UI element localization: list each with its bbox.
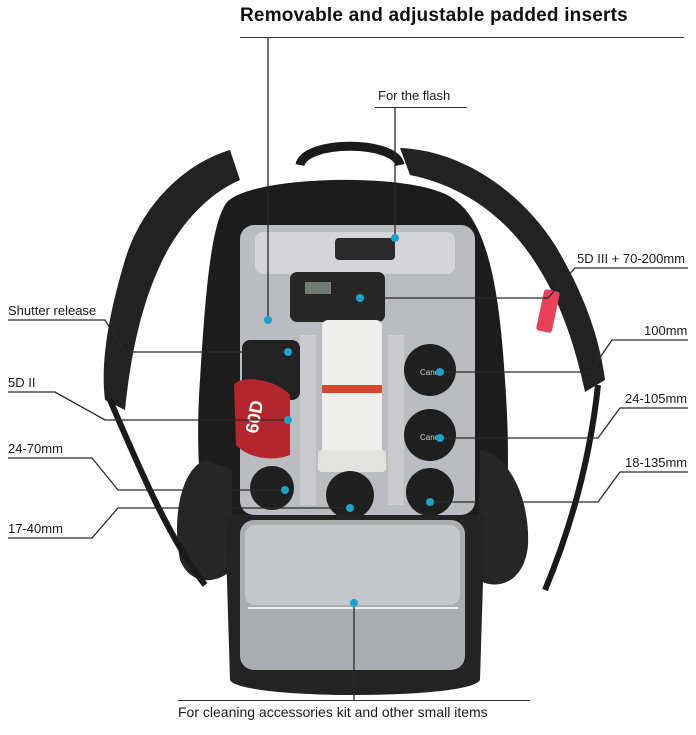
red-camera-strap [234, 379, 290, 459]
marker-dot-24-70 [281, 486, 289, 494]
canon-mark-1: Canon [420, 368, 444, 377]
leader-24-70 [8, 457, 285, 491]
callout-cleaning-underline [178, 700, 530, 701]
marker-dot-17-40 [346, 504, 354, 512]
callout-cleaning-kit: For cleaning accessories kit and other s… [178, 704, 488, 720]
canon-mark-2: Canon [420, 433, 444, 442]
headline-underline [240, 37, 684, 38]
lens-17-40mm [326, 471, 374, 519]
divider-right [388, 335, 404, 505]
marker-dot-18-135 [426, 498, 434, 506]
lens-70-200-band [322, 385, 382, 393]
leader-24-105 [440, 407, 688, 439]
lens-24-105mm [404, 409, 456, 461]
right-loose-strap [542, 384, 601, 592]
marker-dot-5d3 [356, 294, 364, 302]
marker-dot-flash [391, 234, 399, 242]
callout-100: 100mm [644, 323, 688, 338]
right-side-pocket [478, 450, 529, 585]
callout-24-105: 24-105mm [625, 391, 688, 406]
camera-body-5d3 [290, 272, 385, 322]
marker-dot-100 [436, 368, 444, 376]
lens-24-70mm [250, 466, 294, 510]
lens-100mm [404, 344, 456, 396]
callout-flash: For the flash [378, 88, 451, 103]
right-shoulder-strap [400, 148, 605, 392]
leader-100 [440, 339, 688, 373]
callout-flash-underline [375, 107, 467, 108]
divider-left [300, 335, 316, 505]
leader-5d3 [360, 267, 688, 299]
headline: Removable and adjustable padded inserts [240, 5, 628, 26]
flap-mesh-pocket [245, 525, 460, 605]
flash-unit [335, 238, 395, 260]
marker-dot-24-105 [436, 434, 444, 442]
leader-5d2 [8, 391, 288, 421]
marker-dot-headline [264, 316, 272, 324]
camera-screen [305, 282, 331, 294]
marker-dot-5d2 [284, 416, 292, 424]
left-side-pocket [177, 460, 232, 581]
leader-17-40 [8, 507, 350, 539]
callout-17-40: 17-40mm [8, 521, 63, 536]
callout-5d3: 5D III + 70-200mm [577, 251, 686, 266]
lens-70-200-hood [318, 450, 386, 472]
leader-shutter [8, 319, 288, 353]
pink-strap-tab [536, 289, 560, 333]
callout-24-70: 24-70mm [8, 441, 63, 456]
top-handle [295, 141, 405, 167]
left-loose-strap [107, 398, 208, 587]
lens-18-135mm [406, 468, 454, 516]
callout-shutter-release: Shutter release [8, 303, 97, 318]
marker-dot-cleaning [350, 599, 358, 607]
left-shoulder-strap [103, 150, 241, 410]
callout-5d2: 5D II [8, 375, 36, 390]
marker-dot-shutter [284, 348, 292, 356]
callout-18-135: 18-135mm [625, 455, 688, 470]
leader-18-135 [430, 471, 688, 503]
